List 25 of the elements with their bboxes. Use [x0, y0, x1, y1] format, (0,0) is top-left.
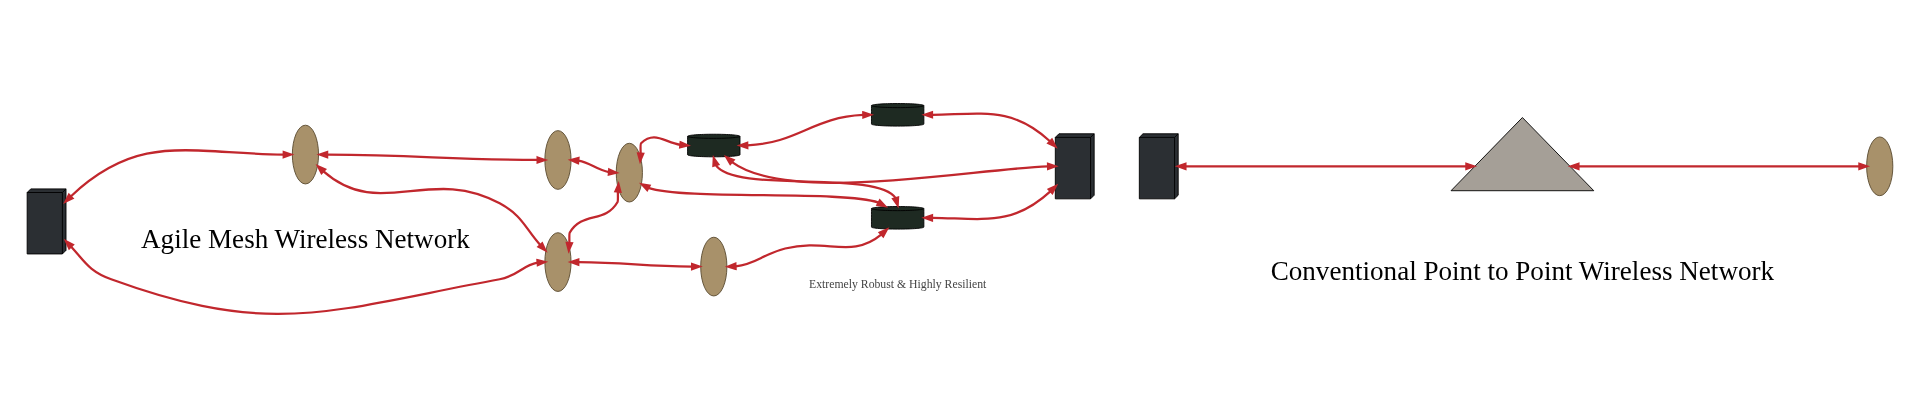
arrow: [723, 154, 1059, 184]
arrow: [921, 110, 1058, 149]
arrow: [565, 180, 622, 254]
label: Extremely Robust & Highly Resilient: [809, 277, 987, 291]
arrow: [724, 226, 890, 270]
node-person: [700, 236, 728, 296]
arrow: [921, 183, 1059, 222]
arrow: [712, 154, 900, 208]
arrow: [63, 148, 295, 204]
arrow: [1567, 161, 1871, 170]
arrow: [63, 238, 549, 315]
arrow: [636, 135, 691, 164]
node-person: [544, 129, 572, 190]
node-person: [291, 124, 319, 184]
arrow: [736, 110, 874, 149]
arrow: [567, 156, 620, 176]
node-triangle: [1450, 116, 1595, 191]
node-person: [1866, 136, 1894, 196]
arrow: [567, 257, 703, 271]
arrow: [638, 182, 889, 208]
label: Conventional Point to Point Wireless Network: [1270, 255, 1775, 286]
label: Agile Mesh Wireless Network: [141, 223, 470, 254]
arrow: [316, 149, 549, 164]
arrow: [315, 163, 548, 253]
arrow: [1174, 161, 1478, 170]
